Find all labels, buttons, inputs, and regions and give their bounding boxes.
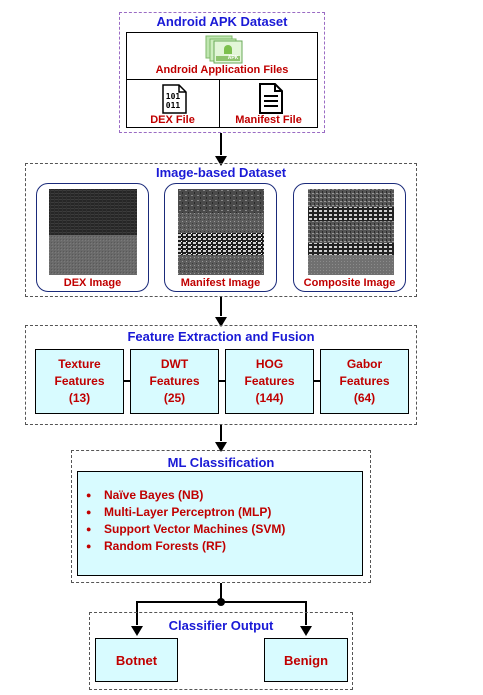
arrow-3-head [215,439,227,452]
branch-left-drop [136,601,138,625]
feature-hog: HOG Features (144) [225,349,314,414]
feature-dwt: DWT Features (25) [130,349,219,414]
output-benign-label: Benign [283,652,329,668]
branch-horizontal [136,601,307,603]
apk-files-box [126,32,318,128]
dex-icon-line2: 011 [165,101,181,110]
feature-dwt-type: Features [149,374,200,388]
apk-dataset-panel [119,12,325,133]
feature-gabor-count: (64) [353,391,376,405]
feature-gabor-name: Gabor [346,357,383,371]
manifest-file-label: Manifest File [235,114,302,126]
branch-left-head [131,623,143,636]
ml-classification-title: ML Classification [167,455,275,470]
composite-image-label: Composite Image [303,277,396,289]
ml-classification-panel [71,450,371,583]
arrow-1-head [215,153,227,166]
apk-divider-horizontal [126,79,318,80]
manifest-image [178,189,264,275]
dex-image [49,189,137,275]
feature-hog-type: Features [244,374,295,388]
arrow-2-shaft [220,297,222,316]
feature-extraction-panel [25,325,417,425]
feature-texture-type: Features [54,374,105,388]
classifier-nb: Naïve Bayes (NB) [82,487,362,504]
branch-right-drop [305,601,307,625]
feature-dwt-count: (25) [163,391,186,405]
output-botnet: Botnet [95,638,178,682]
apk-files-label: Android Application Files [155,64,289,76]
image-dataset-panel [25,163,417,297]
feature-dwt-name: DWT [160,357,189,371]
dex-file-label: DEX File [150,114,195,126]
feature-gabor: Gabor Features (64) [320,349,409,414]
ml-classifiers-box: Naïve Bayes (NB) Multi-Layer Perceptron … [77,471,363,576]
feature-gabor-type: Features [339,374,390,388]
feature-hog-count: (144) [255,391,284,405]
classifier-output-panel [89,612,353,690]
image-dataset-title: Image-based Dataset [155,165,287,180]
classifier-mlp: Multi-Layer Perceptron (MLP) [82,504,362,521]
apk-divider-vertical [219,79,220,128]
composite-image [308,189,394,275]
classifier-rf: Random Forests (RF) [82,538,362,555]
output-benign: Benign [264,638,348,682]
classifier-svm: Support Vector Machines (SVM) [82,521,362,538]
arrow-1-shaft [220,133,222,155]
feature-connector [124,380,324,382]
dex-file-icon [160,84,188,114]
dex-image-label: DEX Image [63,277,122,289]
branch-right-head [300,623,312,636]
manifest-image-label: Manifest Image [180,277,261,289]
output-botnet-label: Botnet [115,652,158,668]
apk-files-icon [204,34,244,64]
apk-dataset-title: Android APK Dataset [156,14,288,29]
arrow-3-shaft [220,425,222,441]
dex-icon-line1: 101 [165,92,181,101]
classifier-output-title: Classifier Output [168,618,274,633]
feature-extraction-title: Feature Extraction and Fusion [127,329,315,344]
arrow-2-head [215,314,227,327]
feature-texture: Texture Features (13) [35,349,124,414]
feature-texture-count: (13) [68,391,91,405]
feature-hog-name: HOG [255,357,284,371]
branch-stem [220,583,222,602]
manifest-file-icon [258,83,284,114]
feature-texture-name: Texture [58,357,101,371]
apk-icon-text: APK [227,55,239,61]
classifier-list: Naïve Bayes (NB) Multi-Layer Perceptron … [82,487,362,555]
